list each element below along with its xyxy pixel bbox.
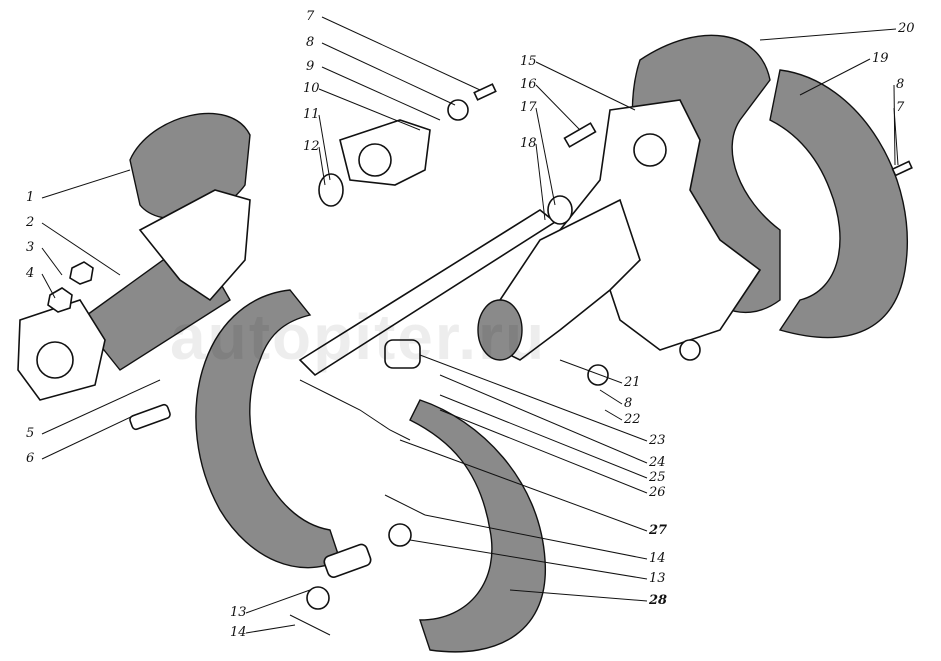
callout-13: 13: [649, 571, 666, 586]
leader-line: [439, 409, 648, 494]
leader-line: [604, 409, 623, 421]
bolt-7: [473, 83, 497, 101]
knuckle-bore: [633, 133, 667, 167]
leader-line: [245, 589, 311, 614]
leader-line: [41, 247, 63, 276]
callout-3: 3: [26, 240, 35, 255]
leader-line: [409, 539, 648, 580]
leader-line: [321, 16, 481, 91]
callout-12: 12: [303, 139, 320, 154]
leader-line: [535, 107, 556, 206]
leader-line: [321, 66, 441, 121]
leader-line: [41, 273, 56, 299]
leader-line: [424, 514, 648, 560]
callout-14: 14: [230, 625, 247, 640]
spring-27: [299, 379, 411, 441]
bolt-7b: [891, 160, 913, 177]
callout-22: 22: [624, 412, 641, 427]
callout-19: 19: [872, 51, 889, 66]
callout-2: 2: [26, 215, 35, 230]
callout-16: 16: [520, 77, 537, 92]
callout-1: 1: [26, 190, 35, 205]
callout-4: 4: [26, 266, 35, 281]
leader-line: [318, 146, 326, 186]
callout-7: 7: [896, 100, 905, 115]
leader-line: [318, 88, 421, 131]
callout-24: 24: [649, 455, 666, 470]
leader-line: [893, 84, 896, 166]
leader-line: [41, 169, 131, 199]
callout-15: 15: [520, 54, 537, 69]
adjuster-spline: [358, 143, 392, 177]
leader-line: [535, 84, 581, 131]
leader-line: [559, 359, 623, 384]
callout-28: 28: [649, 593, 668, 608]
callout-8: 8: [306, 35, 315, 50]
leader-line: [321, 42, 456, 106]
callout-6: 6: [26, 451, 35, 466]
callout-14: 14: [649, 551, 666, 566]
leader-line: [439, 394, 648, 479]
nut-3: [69, 261, 94, 285]
backing-plate-part: [769, 69, 908, 339]
ring-12: [318, 173, 344, 207]
spring-14: [384, 494, 426, 516]
callout-23: 23: [649, 433, 666, 448]
pin-6: [129, 403, 171, 431]
leader-line: [799, 58, 871, 96]
watermark: autopiter.ru: [170, 301, 547, 373]
callout-8: 8: [624, 396, 633, 411]
bushing-17: [547, 195, 573, 225]
leader-line: [41, 379, 161, 435]
washer-9: [447, 99, 469, 121]
leader-line: [439, 374, 648, 464]
callout-10: 10: [303, 81, 320, 96]
leader-line: [599, 389, 623, 405]
callout-8: 8: [896, 77, 905, 92]
leader-line: [509, 589, 648, 602]
leader-lines: [41, 16, 899, 634]
callout-13: 13: [230, 605, 247, 620]
leader-line: [318, 114, 331, 181]
brake-shoe-right-part: [409, 399, 546, 653]
callout-20: 20: [898, 21, 915, 36]
chamber-bracket: [138, 189, 251, 302]
callout-26: 26: [649, 485, 666, 500]
leader-line: [41, 222, 121, 276]
leader-line: [759, 28, 897, 41]
roller-23: [384, 339, 421, 369]
leader-line: [535, 143, 546, 221]
leader-line: [535, 61, 636, 111]
washer-13b: [388, 523, 412, 547]
washer-13: [306, 586, 330, 610]
callout-21: 21: [624, 375, 641, 390]
nut-4: [47, 287, 73, 313]
bolt-16: [563, 122, 597, 148]
leader-line: [41, 414, 136, 460]
callout-18: 18: [520, 136, 537, 151]
callout-25: 25: [649, 470, 666, 485]
axle-flange-hole: [36, 341, 74, 379]
leader-line: [893, 107, 899, 166]
callout-17: 17: [520, 100, 537, 115]
callout-7: 7: [306, 9, 315, 24]
washer-21: [587, 364, 609, 386]
callout-11: 11: [303, 107, 320, 122]
callout-27: 27: [649, 523, 668, 538]
washer-21b: [679, 339, 701, 361]
callout-9: 9: [306, 59, 315, 74]
leader-line: [419, 354, 648, 442]
leader-line: [399, 439, 648, 532]
spindle-thread: [477, 299, 523, 361]
leader-line: [245, 624, 296, 634]
anchor-pin-part: [323, 543, 372, 578]
spring-14b: [289, 614, 331, 636]
callout-5: 5: [26, 426, 35, 441]
